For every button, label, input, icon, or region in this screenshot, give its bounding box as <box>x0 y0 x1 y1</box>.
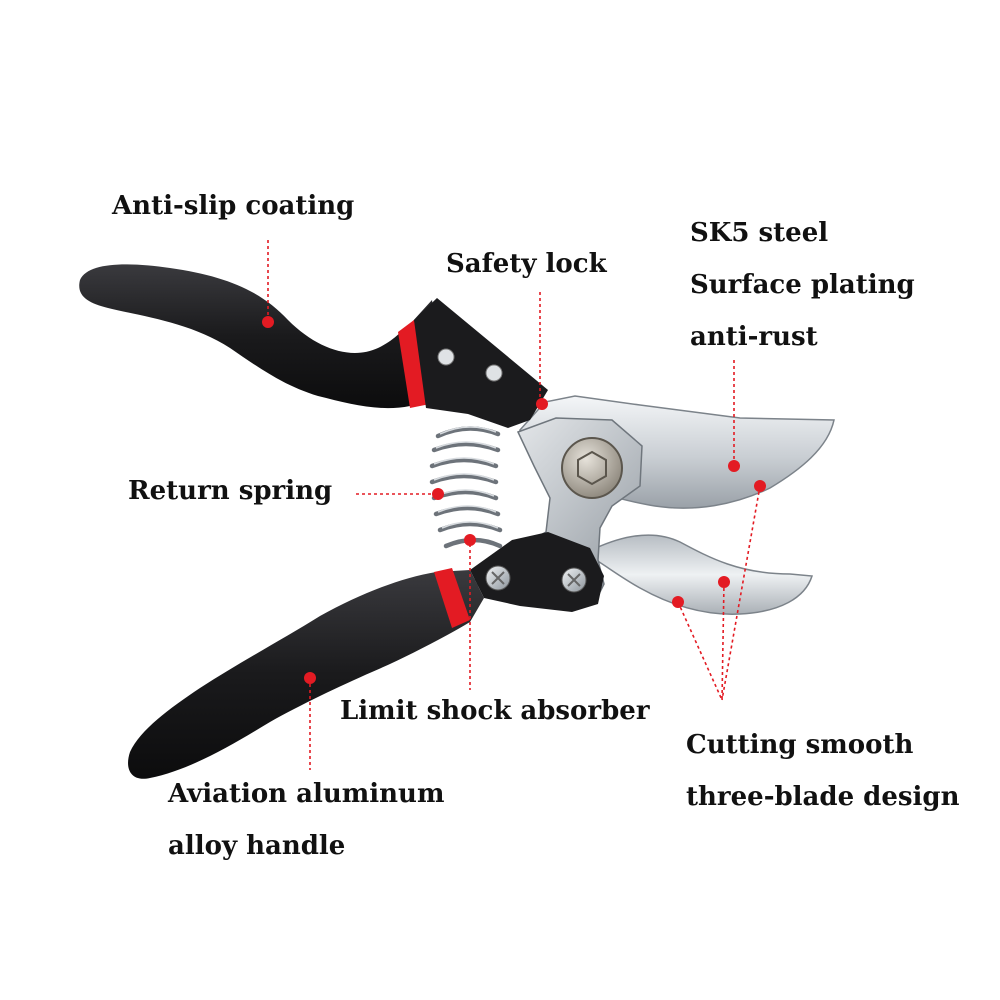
label-anti-rust: anti-rust <box>690 322 818 352</box>
dot-cutting-3 <box>672 596 684 608</box>
dot-limit-shock <box>464 534 476 546</box>
label-return-spring: Return spring <box>128 476 333 506</box>
label-anti-slip-coating: Anti-slip coating <box>112 191 355 221</box>
dot-sk5 <box>728 460 740 472</box>
leader-cutting-2 <box>721 581 725 701</box>
leader-cutting-3 <box>677 601 723 701</box>
pivot-bolt <box>561 437 623 499</box>
upper-handle <box>79 264 443 409</box>
label-cutting-smooth: Cutting smooth <box>686 730 914 760</box>
lower-handle-ring <box>434 568 470 628</box>
leader-cutting-1 <box>721 485 761 701</box>
label-surface-plating: Surface plating <box>690 270 915 300</box>
lower-blade <box>595 534 813 615</box>
label-aviation-aluminum: Aviation aluminum <box>168 779 445 809</box>
dot-aviation <box>304 672 316 684</box>
dot-cutting-2 <box>718 576 730 588</box>
dot-cutting-1 <box>754 480 766 492</box>
label-limit-shock-absorber: Limit shock absorber <box>340 696 650 726</box>
upper-handle-ring <box>398 320 430 408</box>
pivot-bolt-hex <box>577 450 607 486</box>
cap-rivet-1 <box>437 348 455 366</box>
label-safety-lock: Safety lock <box>446 249 607 279</box>
screw-1-slot <box>491 571 505 585</box>
dot-return-spring <box>432 488 444 500</box>
callout-dots <box>262 316 766 684</box>
dot-safety-lock <box>536 398 548 410</box>
leader-lines <box>267 240 761 770</box>
cap-rivet-2 <box>485 364 503 382</box>
upper-head-cap <box>414 298 548 428</box>
dot-anti-slip <box>262 316 274 328</box>
screw-2-slot <box>567 573 581 587</box>
label-sk5-steel: SK5 steel <box>690 218 829 248</box>
label-alloy-handle: alloy handle <box>168 831 346 861</box>
label-three-blade-design: three-blade design <box>686 782 960 812</box>
